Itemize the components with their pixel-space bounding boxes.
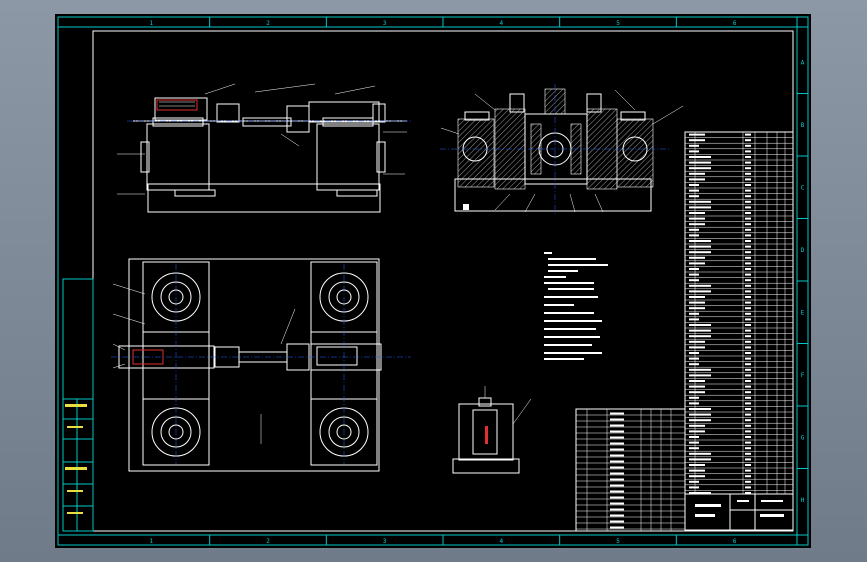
- title-block[interactable]: [575, 408, 794, 532]
- zone-label-top: 3: [383, 20, 387, 27]
- zone-label-right: A: [801, 59, 805, 66]
- front-elevation-view[interactable]: [117, 83, 413, 213]
- zone-labels-bottom: 1 2 3 4 5 6: [150, 535, 737, 545]
- zone-label-right: F: [801, 372, 805, 379]
- zone-label-top: 2: [266, 20, 270, 27]
- zone-label-bottom: 6: [733, 538, 737, 545]
- plan-view[interactable]: [111, 258, 411, 472]
- parts-list-table[interactable]: [684, 131, 794, 531]
- zone-label-right: C: [801, 184, 805, 191]
- zone-label-top: 6: [733, 20, 737, 27]
- zone-label-bottom: 1: [150, 538, 154, 545]
- side-detail-view[interactable]: [452, 386, 532, 474]
- zone-label-top: 4: [500, 20, 504, 27]
- zone-label-right: B: [801, 122, 805, 129]
- zone-label-bottom: 5: [616, 538, 620, 545]
- zone-label-bottom: 2: [266, 538, 270, 545]
- zone-label-bottom: 3: [383, 538, 387, 545]
- drawing-sheet[interactable]: 1 2 3 4 5 6 1 2 3 4 5 6 A B C D E F G H: [55, 14, 811, 548]
- zone-labels-right: A B C D E F G H: [797, 59, 808, 504]
- technical-notes: [544, 252, 608, 360]
- zone-label-right: D: [801, 247, 805, 254]
- binding-margin-table: [62, 278, 94, 532]
- zone-label-top: 5: [616, 20, 620, 27]
- zone-labels-top: 1 2 3 4 5 6: [150, 17, 737, 27]
- drawing-canvas: 1 2 3 4 5 6 1 2 3 4 5 6 A B C D E F G H: [57, 16, 809, 546]
- zone-label-right: E: [801, 309, 805, 316]
- zone-label-right: H: [801, 497, 805, 504]
- zone-label-top: 1: [150, 20, 154, 27]
- zone-label-bottom: 4: [500, 538, 504, 545]
- zone-label-right: G: [801, 434, 805, 441]
- section-view[interactable]: [440, 84, 684, 214]
- drawing-border: [92, 30, 794, 532]
